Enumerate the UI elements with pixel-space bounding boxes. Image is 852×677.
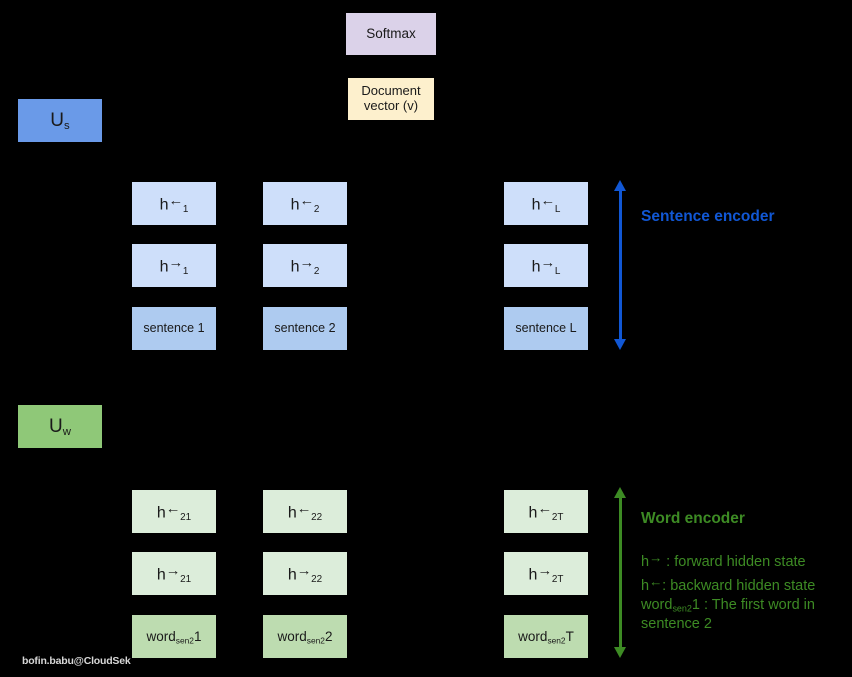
- watermark: bofin.babu@CloudSek: [22, 655, 131, 667]
- legend-line-word: wordsen21 : The first word in sentence 2: [641, 597, 815, 632]
- legend-line-forward: h→ : forward hidden state: [641, 550, 806, 570]
- word-input-T[interactable]: wordsen2T: [504, 615, 588, 658]
- u-s-subscript: s: [64, 119, 70, 132]
- right-arrow-icon: →: [299, 254, 314, 271]
- sentence-input-L[interactable]: sentence L: [504, 307, 588, 350]
- right-arrow-icon: →: [540, 254, 555, 271]
- left-arrow-icon: ←: [299, 192, 314, 209]
- word-backward-hidden-2T[interactable]: h←2T: [504, 490, 588, 533]
- left-arrow-icon: ←: [649, 574, 663, 589]
- u-s-label: Us: [50, 109, 70, 132]
- sentence-input-1-label: sentence 1: [143, 321, 205, 336]
- stray-arrowhead-artifact: [299, 176, 309, 181]
- sentence-forward-hidden-2[interactable]: h→2: [263, 244, 347, 287]
- sentence-input-2[interactable]: sentence 2: [263, 307, 347, 350]
- right-arrow-icon: →: [537, 562, 552, 579]
- word-encoder-title: Word encoder: [641, 510, 745, 527]
- left-arrow-icon: ←: [165, 500, 181, 517]
- arrow-head-down-icon: [613, 647, 626, 658]
- sentence-forward-hidden-1-label: h→1: [159, 254, 189, 277]
- word-encoder-legend: h→ : forward hidden state h←: backward h…: [641, 548, 852, 634]
- arrow-head-up-icon: [613, 487, 626, 498]
- sentence-backward-hidden-2[interactable]: h←2: [263, 182, 347, 225]
- word-input-2[interactable]: wordsen22: [263, 615, 347, 658]
- right-arrow-icon: →: [165, 562, 181, 579]
- word-forward-hidden-2T[interactable]: h→2T: [504, 552, 588, 595]
- sentence-backward-hidden-L[interactable]: h←L: [504, 182, 588, 225]
- word-forward-hidden-21[interactable]: h→21: [132, 552, 216, 595]
- legend-line-backward: h←: backward hidden state: [641, 574, 816, 594]
- sentence-input-2-label: sentence 2: [274, 321, 336, 336]
- u-w-subscript: w: [62, 425, 71, 438]
- document-vector-line-2: vector (v): [363, 98, 419, 113]
- word-input-T-label: wordsen2T: [518, 628, 574, 646]
- softmax-label: Softmax: [366, 26, 416, 42]
- sentence-forward-hidden-2-label: h→2: [290, 254, 320, 277]
- arrow-head-down-icon: [613, 339, 626, 350]
- sentence-forward-hidden-1[interactable]: h→1: [132, 244, 216, 287]
- right-arrow-icon: →: [296, 562, 312, 579]
- sentence-backward-hidden-L-label: h←L: [531, 192, 561, 215]
- sentence-input-1[interactable]: sentence 1: [132, 307, 216, 350]
- left-arrow-icon: ←: [540, 192, 555, 209]
- word-backward-hidden-21-label: h←21: [156, 500, 192, 523]
- u-w-label: Uw: [49, 415, 71, 438]
- left-arrow-icon: ←: [537, 500, 552, 517]
- word-backward-hidden-22-label: h←22: [287, 500, 323, 523]
- right-arrow-icon: →: [168, 254, 183, 271]
- word-backward-hidden-21[interactable]: h←21: [132, 490, 216, 533]
- word-backward-hidden-22[interactable]: h←22: [263, 490, 347, 533]
- softmax-node[interactable]: Softmax: [346, 13, 436, 55]
- document-vector-line-1: Document: [361, 83, 421, 99]
- right-arrow-icon: →: [649, 550, 663, 565]
- document-vector-node[interactable]: Document vector (v): [348, 78, 434, 120]
- left-arrow-icon: ←: [168, 192, 183, 209]
- sentence-backward-hidden-2-label: h←2: [290, 192, 320, 215]
- arrow-head-up-icon: [613, 180, 626, 191]
- word-input-1[interactable]: wordsen21: [132, 615, 216, 658]
- sentence-backward-hidden-1[interactable]: h←1: [132, 182, 216, 225]
- document-vector-label: Document vector (v): [361, 83, 421, 114]
- word-forward-hidden-2T-label: h→2T: [528, 562, 564, 585]
- sentence-forward-hidden-L-label: h→L: [531, 254, 561, 277]
- left-arrow-icon: ←: [296, 500, 312, 517]
- sentence-forward-hidden-L[interactable]: h→L: [504, 244, 588, 287]
- word-input-1-label: wordsen21: [146, 628, 202, 646]
- word-attention-vector-node[interactable]: Uw: [18, 405, 102, 448]
- word-forward-hidden-22-label: h→22: [287, 562, 323, 585]
- word-backward-hidden-2T-label: h←2T: [528, 500, 564, 523]
- sentence-backward-hidden-1-label: h←1: [159, 192, 189, 215]
- word-input-2-label: wordsen22: [277, 628, 333, 646]
- arrow-shaft: [618, 496, 622, 649]
- word-forward-hidden-21-label: h→21: [156, 562, 192, 585]
- sentence-encoder-title: Sentence encoder: [641, 208, 775, 225]
- sentence-input-L-label: sentence L: [515, 321, 577, 336]
- word-forward-hidden-22[interactable]: h→22: [263, 552, 347, 595]
- sentence-attention-vector-node[interactable]: Us: [18, 99, 102, 142]
- arrow-shaft: [618, 189, 622, 341]
